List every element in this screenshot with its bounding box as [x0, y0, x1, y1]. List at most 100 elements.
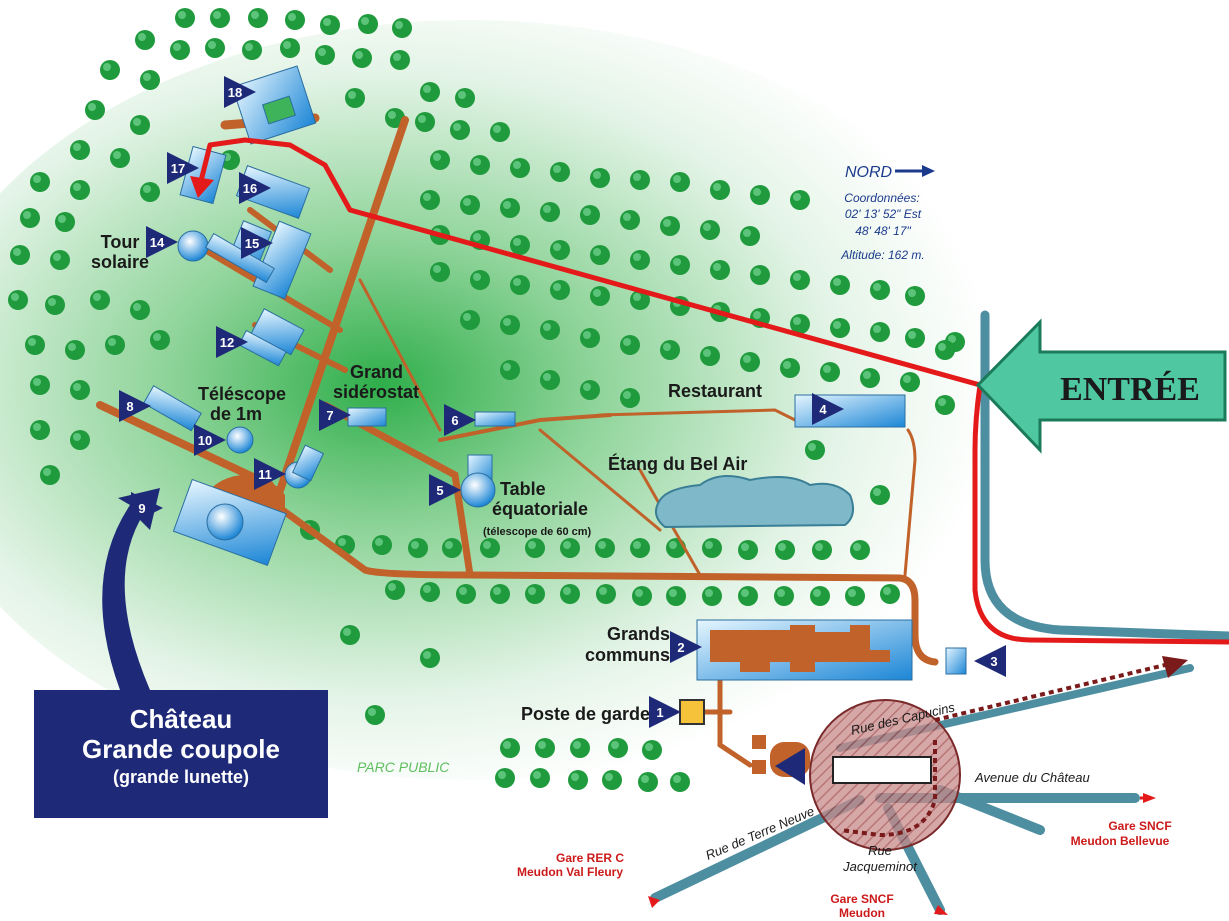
- tree-highlight: [833, 278, 841, 286]
- tree: [620, 388, 640, 408]
- tree: [30, 420, 50, 440]
- telescope-label-1: Téléscope: [198, 384, 286, 404]
- grand-siderostat-label-2: sidérostat: [333, 382, 419, 402]
- tree: [70, 140, 90, 160]
- tree-highlight: [753, 268, 761, 276]
- tree-highlight: [669, 541, 677, 549]
- tree-highlight: [283, 41, 291, 49]
- tree-highlight: [251, 11, 259, 19]
- tree-highlight: [813, 589, 821, 597]
- tree-highlight: [703, 223, 711, 231]
- tree-highlight: [663, 343, 671, 351]
- tree-highlight: [493, 125, 501, 133]
- tree: [170, 40, 190, 60]
- tree: [455, 88, 475, 108]
- tree-highlight: [753, 311, 761, 319]
- table-equatoriale-label-1: Table: [500, 479, 546, 499]
- tree-highlight: [33, 378, 41, 386]
- tree: [812, 540, 832, 560]
- tree: [710, 180, 730, 200]
- tree-highlight: [88, 103, 96, 111]
- tree: [702, 538, 722, 558]
- tree-highlight: [33, 175, 41, 183]
- buildings: [142, 65, 967, 777]
- tree: [150, 330, 170, 350]
- tree: [105, 335, 125, 355]
- parking-access-dotted: [839, 740, 937, 838]
- tree: [65, 340, 85, 360]
- tree-highlight: [463, 198, 471, 206]
- tree: [602, 770, 622, 790]
- tree-highlight: [848, 589, 856, 597]
- tree-highlight: [23, 211, 31, 219]
- tree: [580, 380, 600, 400]
- tree-highlight: [318, 48, 326, 56]
- tree-highlight: [143, 185, 151, 193]
- tree-highlight: [513, 161, 521, 169]
- chateau-arrow: [102, 488, 160, 690]
- tree-highlight: [948, 335, 956, 343]
- tree-highlight: [133, 118, 141, 126]
- visitor-route: [197, 137, 1229, 645]
- tree-highlight: [153, 333, 161, 341]
- tree-highlight: [571, 773, 579, 781]
- tree-highlight: [583, 383, 591, 391]
- coords-latitude: 48' 48' 17": [855, 224, 911, 238]
- grands-communs-roof: [710, 625, 890, 672]
- tree: [620, 335, 640, 355]
- tree: [442, 538, 462, 558]
- tree-highlight: [583, 331, 591, 339]
- tree: [870, 280, 890, 300]
- tree-highlight: [493, 587, 501, 595]
- tree-highlight: [563, 587, 571, 595]
- tree: [870, 485, 890, 505]
- tree: [500, 738, 520, 758]
- tree: [372, 535, 392, 555]
- tree-highlight: [777, 589, 785, 597]
- marker-18: [224, 76, 256, 108]
- tree: [456, 584, 476, 604]
- tree-highlight: [583, 208, 591, 216]
- tree: [45, 295, 65, 315]
- tree: [880, 584, 900, 604]
- tree-highlight: [388, 583, 396, 591]
- meudon-arrow-icon: [934, 905, 948, 915]
- tree: [510, 235, 530, 255]
- tree: [70, 180, 90, 200]
- tree: [140, 182, 160, 202]
- tree-highlight: [73, 143, 81, 151]
- tree-highlight: [713, 263, 721, 271]
- tree-highlight: [458, 91, 466, 99]
- tree: [630, 250, 650, 270]
- tree: [935, 395, 955, 415]
- tree: [700, 220, 720, 240]
- marker-5: [429, 474, 461, 506]
- tree-highlight: [908, 331, 916, 339]
- tour-solaire-label-2: solaire: [91, 252, 149, 272]
- footpath-network: [96, 113, 939, 768]
- tree: [540, 370, 560, 390]
- tree-highlight: [599, 587, 607, 595]
- tree-highlight: [641, 775, 649, 783]
- tree-highlight: [48, 298, 56, 306]
- coords-title: Coordonnées:: [844, 191, 919, 205]
- tree-highlight: [473, 158, 481, 166]
- tree-highlight: [28, 338, 36, 346]
- tree: [490, 122, 510, 142]
- tree-highlight: [453, 123, 461, 131]
- tree-highlight: [73, 383, 81, 391]
- tree: [430, 262, 450, 282]
- tree-highlight: [703, 349, 711, 357]
- tree: [580, 205, 600, 225]
- tree: [870, 322, 890, 342]
- tree-highlight: [33, 423, 41, 431]
- tree-highlight: [178, 11, 186, 19]
- tree-highlight: [503, 201, 511, 209]
- marker-9: [131, 492, 163, 524]
- tree: [630, 170, 650, 190]
- tree-highlight: [361, 17, 369, 25]
- tree-highlight: [133, 303, 141, 311]
- tree: [460, 195, 480, 215]
- tree: [525, 584, 545, 604]
